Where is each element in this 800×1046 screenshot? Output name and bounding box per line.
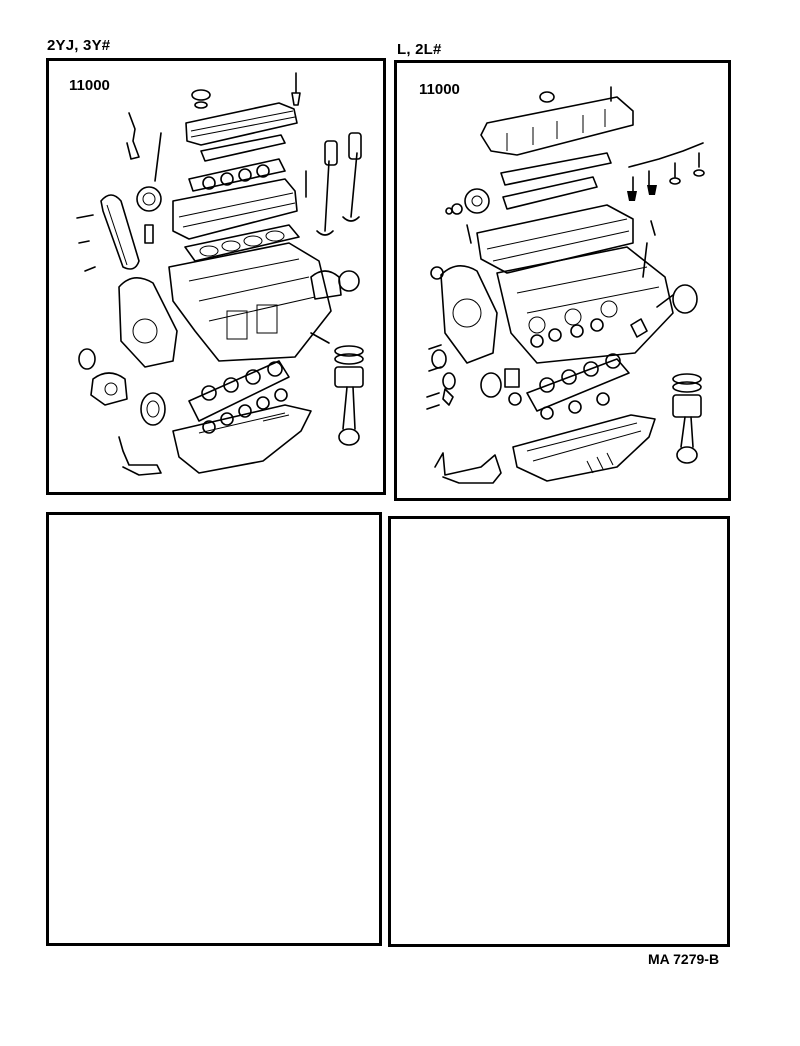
part-number-label: 11000	[419, 81, 460, 98]
panel-frame-2yj-3y: 11000	[46, 58, 386, 495]
panel-frame-l-2l: 11000	[394, 60, 731, 501]
engine-exploded-diagram-2yj-3y	[49, 61, 383, 492]
engine-exploded-diagram-l-2l	[397, 63, 728, 498]
panel-frame-empty-right	[388, 516, 730, 947]
panel-caption-l-2l: L, 2L#	[397, 41, 442, 58]
panel-caption-2yj-3y: 2YJ, 3Y#	[47, 37, 111, 54]
drawing-reference-code: MA 7279-B	[648, 951, 720, 967]
panel-frame-empty-left	[46, 512, 382, 946]
part-number-label: 11000	[69, 77, 110, 94]
